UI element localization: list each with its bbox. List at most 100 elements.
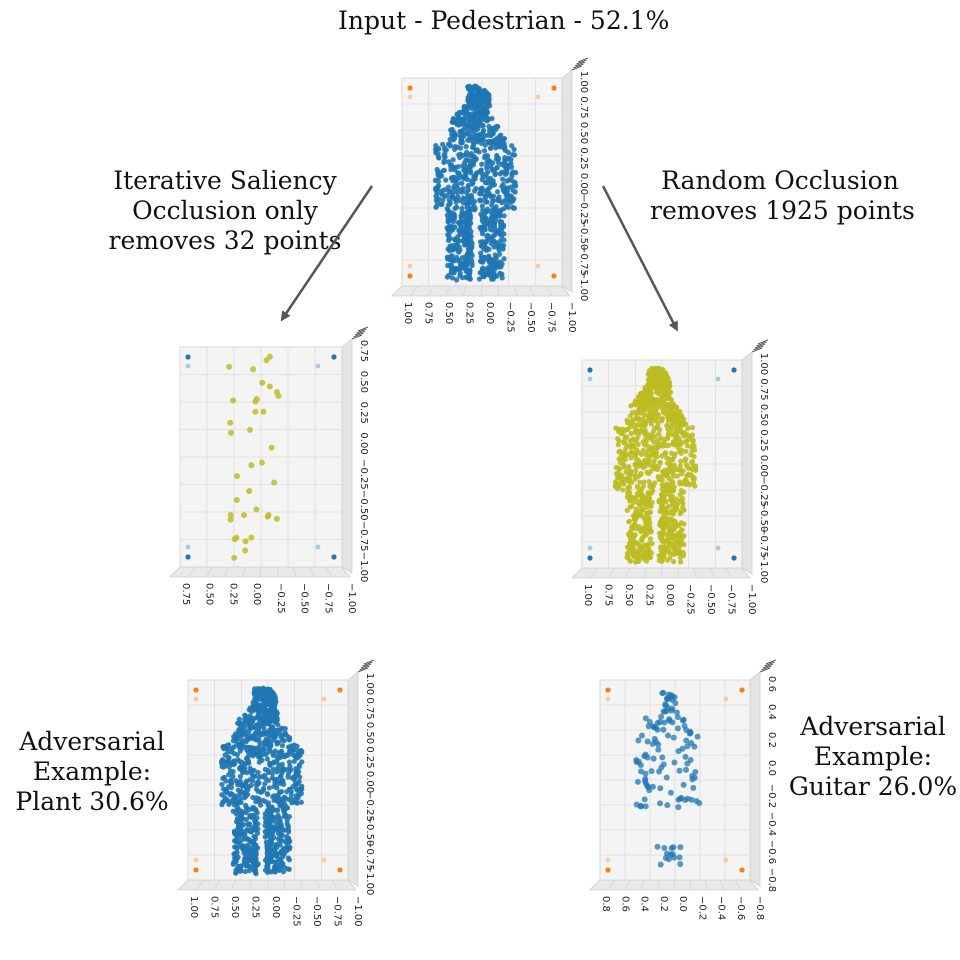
saliency-point — [273, 389, 280, 396]
plant-point — [276, 730, 283, 737]
random-point — [647, 536, 654, 542]
guitar-point — [660, 726, 667, 733]
input-point — [484, 206, 490, 212]
random-point — [618, 451, 624, 458]
saliency-corner-point — [185, 363, 191, 369]
random-point — [634, 550, 640, 556]
input-point — [465, 111, 471, 117]
saliency-corner-point — [331, 354, 337, 360]
input-point — [498, 263, 504, 270]
plant-point — [287, 844, 293, 850]
random-point — [634, 409, 640, 415]
random-point — [629, 479, 635, 485]
random-point — [656, 402, 662, 409]
input-point — [435, 154, 442, 160]
plant-point — [279, 749, 285, 755]
input-z-axis-ticks — [576, 59, 587, 65]
random-point — [638, 500, 644, 506]
input-point — [452, 118, 458, 124]
plant-point — [266, 868, 272, 874]
input-point — [448, 269, 454, 275]
input-corner-point — [551, 85, 557, 91]
plant-z-axis-ticks — [360, 663, 372, 669]
random-point — [615, 472, 621, 479]
input-x-tick-label: 0.50 — [443, 302, 454, 324]
input-point — [480, 98, 486, 104]
input-point — [479, 176, 485, 183]
input-point — [459, 180, 465, 186]
random-point — [648, 468, 654, 474]
plant-point — [249, 767, 255, 773]
plant-point — [262, 781, 268, 787]
plant-point — [273, 727, 279, 733]
input-point — [452, 237, 458, 243]
input-point — [481, 225, 487, 231]
plant-corner-point — [193, 687, 199, 693]
plant-point — [252, 749, 258, 756]
input-point — [454, 189, 461, 195]
random-point — [691, 475, 697, 481]
guitar-point — [684, 743, 691, 750]
plant-point — [268, 819, 274, 825]
input-point — [461, 264, 467, 270]
saliency-point — [250, 366, 257, 373]
random-point — [674, 473, 680, 479]
guitar-point — [638, 802, 645, 809]
random-point — [645, 496, 651, 502]
guitar-z-axis-ticks — [761, 665, 772, 671]
input-corner-point — [535, 94, 541, 100]
guitar-floor-gridline — [689, 879, 692, 891]
input-point — [456, 265, 462, 272]
input-point — [509, 173, 515, 179]
guitar-point — [672, 700, 679, 707]
random-point — [640, 447, 646, 454]
plant-point — [242, 765, 248, 771]
random-point — [646, 434, 652, 440]
random-corner-point — [587, 367, 593, 373]
random-floor-gridline — [642, 567, 647, 579]
random-point — [639, 537, 645, 544]
input-x-tick-label: 0.75 — [423, 302, 434, 324]
plant-point — [264, 756, 270, 762]
random-point — [652, 463, 659, 469]
input-point — [469, 97, 475, 104]
saliency-point — [258, 459, 265, 466]
input-point — [500, 224, 506, 230]
input-point — [470, 160, 476, 166]
saliency-corner-point — [315, 363, 321, 369]
input-point — [500, 176, 506, 182]
guitar-x-tick-label: −0.4 — [716, 896, 727, 920]
saliency-point — [242, 547, 249, 554]
saliency-point — [231, 554, 238, 561]
guitar-x-tick-label: −0.8 — [754, 896, 765, 920]
plant-point — [294, 747, 300, 753]
random-point — [678, 488, 684, 494]
plant-point — [274, 785, 280, 791]
random-point — [688, 436, 694, 442]
random-point — [688, 452, 694, 458]
input-point — [456, 221, 463, 227]
input-point — [494, 189, 501, 195]
random-point — [674, 404, 680, 410]
input-corner-point — [407, 273, 413, 279]
saliency-corner-point — [315, 544, 321, 550]
input-point — [510, 204, 516, 210]
input-point — [468, 250, 474, 257]
input-point — [511, 182, 517, 188]
random-y-tick-label: −1.00 — [758, 553, 769, 584]
saliency-x-tick-label: 0.00 — [251, 583, 262, 605]
plant-point — [245, 754, 251, 760]
plant-point — [243, 856, 250, 862]
input-point — [454, 204, 460, 210]
plant-point — [244, 805, 250, 811]
random-point — [670, 441, 676, 447]
guitar-point — [641, 753, 648, 760]
plant-point — [230, 769, 236, 775]
plant-point — [266, 814, 273, 820]
plant-point — [254, 691, 260, 697]
saliency-z-axis-ticks — [356, 328, 367, 334]
plant-point — [252, 773, 258, 779]
saliency-x-tick-label: 0.25 — [227, 583, 238, 605]
